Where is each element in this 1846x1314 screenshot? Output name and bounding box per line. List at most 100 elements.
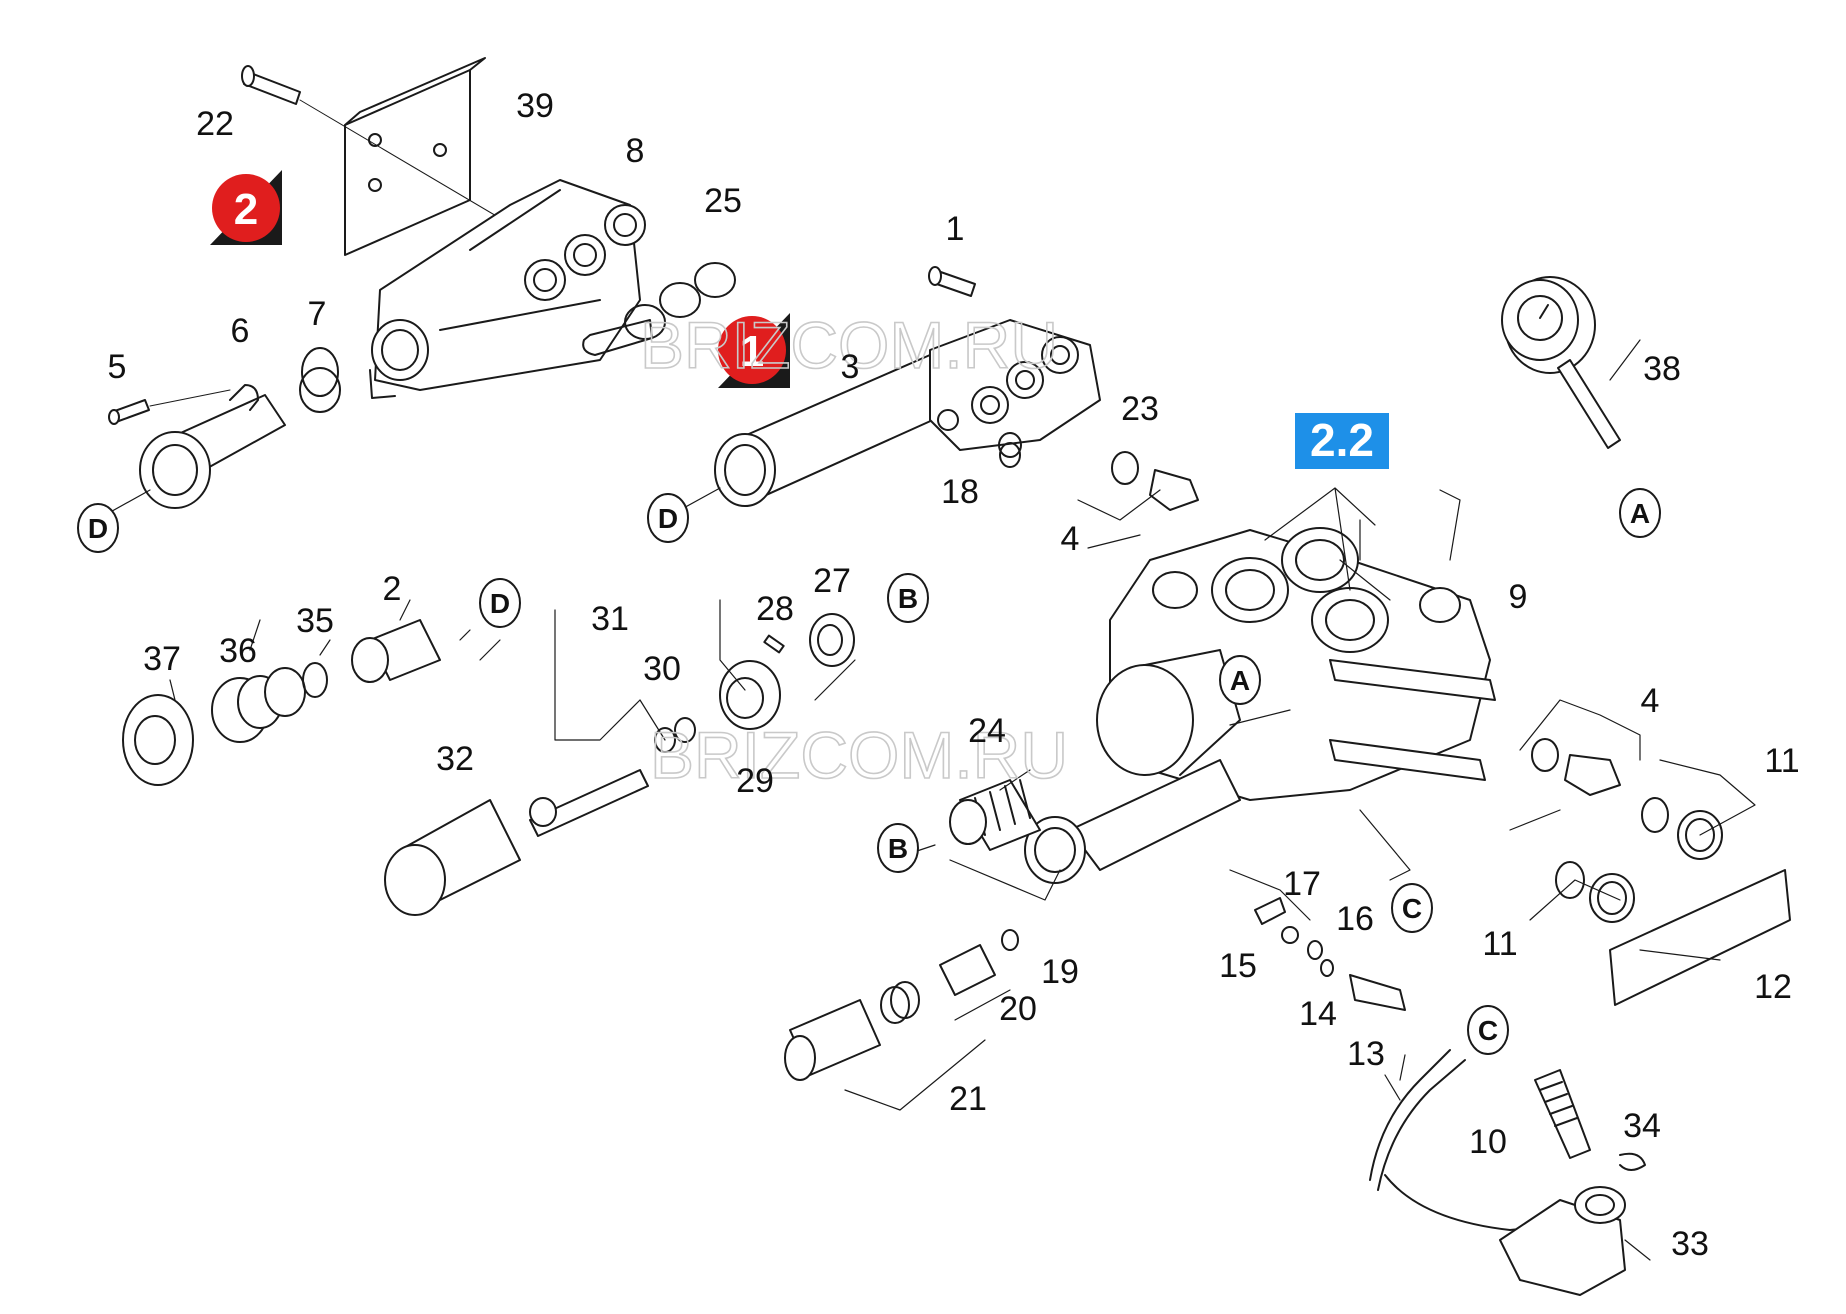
label-13: 13 — [1347, 1035, 1385, 1073]
label-2: 2 — [383, 570, 402, 608]
valve-spring-24 — [949, 779, 1041, 851]
pin-28 — [763, 634, 785, 654]
knob-32 — [384, 799, 521, 916]
label-36: 36 — [219, 632, 257, 670]
label-10: 10 — [1469, 1123, 1507, 1161]
connector-b-washer — [887, 573, 929, 623]
label-24: 24 — [968, 712, 1006, 750]
connector-d-pipe — [647, 493, 689, 543]
label-8: 8 — [626, 132, 645, 170]
screw-1 — [928, 266, 976, 297]
pressure-switch-33 — [1369, 1049, 1626, 1296]
label-4-right: 4 — [1641, 682, 1660, 720]
spring-17 — [1254, 897, 1286, 925]
svg-text:C: C — [1478, 1015, 1498, 1046]
label-14: 14 — [1299, 995, 1337, 1033]
label-15: 15 — [1219, 947, 1257, 985]
label-34: 34 — [1623, 1107, 1661, 1145]
label-39: 39 — [516, 87, 554, 125]
label-32: 32 — [436, 740, 474, 778]
label-37: 37 — [143, 640, 181, 678]
svg-text:A: A — [1630, 498, 1650, 529]
washer-27 — [809, 613, 855, 667]
o-ring-19 — [1001, 929, 1019, 951]
o-ring-4-right — [1531, 738, 1559, 772]
valve-4-top — [1149, 469, 1199, 511]
watermark-middle: BRIZCOM.RU — [650, 718, 1068, 792]
svg-text:C: C — [1402, 893, 1422, 924]
label-33: 33 — [1671, 1225, 1709, 1263]
pressure-pipe — [714, 354, 956, 507]
valve-4-right — [1564, 754, 1621, 796]
section-badge: 2.2 — [1295, 413, 1389, 469]
label-1: 1 — [946, 210, 965, 248]
plug-11-lower — [1589, 873, 1635, 923]
connector-a-pump — [1219, 655, 1261, 705]
o-ring-7 — [301, 347, 339, 397]
label-6: 6 — [231, 312, 250, 350]
spring-piston-10 — [1534, 1069, 1591, 1159]
label-17: 17 — [1283, 865, 1321, 903]
label-29: 29 — [736, 762, 774, 800]
o-ring-23 — [998, 432, 1022, 458]
injector-20 — [939, 944, 996, 996]
label-31: 31 — [591, 600, 629, 638]
o-ring-4-top — [1111, 451, 1139, 485]
label-19: 19 — [1041, 953, 1079, 991]
svg-text:D: D — [88, 513, 108, 544]
label-22: 22 — [196, 105, 234, 143]
label-35: 35 — [296, 602, 334, 640]
label-20: 20 — [999, 990, 1037, 1028]
injector-body-21 — [784, 999, 881, 1081]
label-9: 9 — [1509, 578, 1528, 616]
pressure-gauge — [1501, 276, 1621, 449]
label-16: 16 — [1336, 900, 1374, 938]
o-ring-11-right — [1641, 797, 1669, 833]
label-23: 23 — [1121, 390, 1159, 428]
label-25: 25 — [704, 182, 742, 220]
mounting-bracket — [344, 57, 486, 256]
label-11-right: 11 — [1764, 742, 1799, 780]
label-38: 38 — [1643, 350, 1681, 388]
connector-b-spring — [877, 823, 919, 873]
cylinder-head-block — [929, 319, 1101, 451]
label-4-top: 4 — [1061, 520, 1080, 558]
nozzle-13 — [1349, 974, 1406, 1011]
o-ring-14 — [1320, 959, 1334, 977]
svg-text:1: 1 — [740, 327, 764, 376]
label-3: 3 — [841, 348, 860, 386]
piston-assembly-31 — [529, 769, 649, 837]
clip-34 — [1619, 1152, 1646, 1171]
svg-text:2: 2 — [234, 185, 258, 234]
union-nut-37 — [122, 694, 194, 786]
label-28: 28 — [756, 590, 794, 628]
connector-d-strainer — [479, 578, 521, 628]
label-21: 21 — [949, 1080, 987, 1118]
label-27: 27 — [813, 562, 851, 600]
svg-text:D: D — [658, 503, 678, 534]
connector-c-switch — [1467, 1005, 1509, 1055]
svg-text:2.2: 2.2 — [1310, 414, 1374, 466]
o-ring-16 — [1307, 940, 1323, 960]
svg-text:B: B — [888, 833, 908, 864]
connector-d-left — [77, 503, 119, 553]
svg-text:D: D — [490, 588, 510, 619]
strainer-2 — [351, 619, 441, 683]
label-12: 12 — [1754, 968, 1792, 1006]
label-11-lower: 11 — [1482, 925, 1517, 963]
section-marker-2: 2 — [210, 170, 282, 245]
label-30: 30 — [643, 650, 681, 688]
pump-housing — [1024, 527, 1496, 884]
o-ring-seals-25 — [582, 262, 736, 356]
section-marker-1: 1 — [718, 313, 790, 388]
svg-text:B: B — [898, 583, 918, 614]
label-18: 18 — [941, 473, 979, 511]
o-ring-35 — [302, 662, 328, 698]
label-7: 7 — [308, 295, 327, 333]
svg-text:A: A — [1230, 665, 1250, 696]
label-5: 5 — [108, 348, 127, 386]
connector-a-gauge — [1619, 488, 1661, 538]
connector-c-pump — [1391, 883, 1433, 933]
inlet-connector — [139, 367, 341, 509]
